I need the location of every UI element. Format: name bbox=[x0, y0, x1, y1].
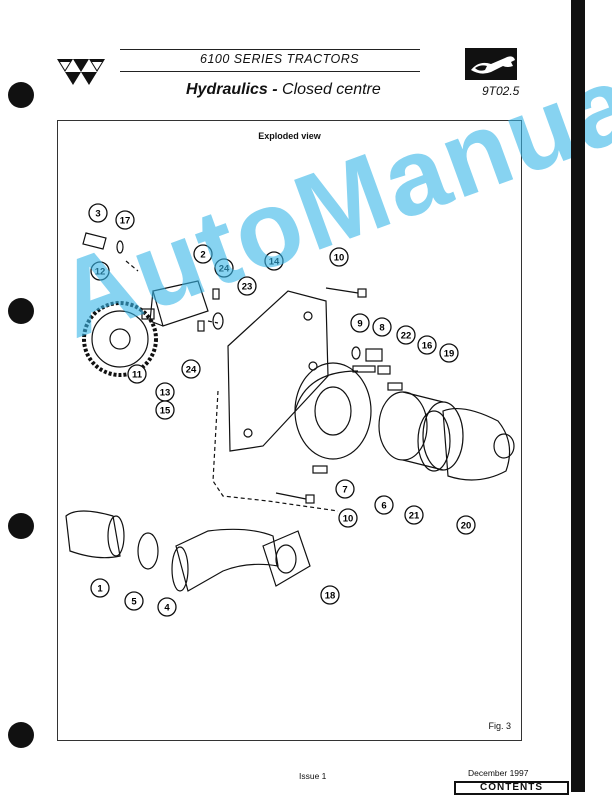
callout-circle bbox=[214, 258, 234, 278]
callout-number: 3 bbox=[95, 209, 100, 220]
callout-circle bbox=[237, 276, 257, 296]
binder-hole bbox=[8, 298, 34, 324]
callout-circle bbox=[115, 210, 135, 230]
callout-circle bbox=[417, 335, 437, 355]
callout-circle bbox=[374, 495, 394, 515]
header-rule-bottom bbox=[120, 71, 420, 72]
callout-circle bbox=[264, 251, 284, 271]
callout-number: 17 bbox=[120, 216, 131, 227]
callout-circle bbox=[157, 597, 177, 617]
callout-number: 23 bbox=[242, 282, 253, 293]
callout-12: 12 bbox=[90, 261, 110, 281]
callout-circle bbox=[90, 578, 110, 598]
callout-number: 5 bbox=[131, 597, 137, 608]
callout-number: 12 bbox=[95, 267, 106, 278]
callout-17: 17 bbox=[115, 210, 135, 230]
callout-22: 22 bbox=[396, 325, 416, 345]
callout-circle bbox=[320, 585, 340, 605]
callout-number: 15 bbox=[160, 406, 171, 417]
callout-circle bbox=[456, 515, 476, 535]
callout-16: 16 bbox=[417, 335, 437, 355]
callout-circle bbox=[193, 244, 213, 264]
binder-hole bbox=[8, 513, 34, 539]
callout-13: 13 bbox=[155, 382, 175, 402]
callout-21: 21 bbox=[404, 505, 424, 525]
callout-number: 8 bbox=[379, 323, 384, 334]
callout-4: 4 bbox=[157, 597, 177, 617]
callout-number: 20 bbox=[461, 521, 472, 532]
callout-19: 19 bbox=[439, 343, 459, 363]
callout-circle bbox=[350, 313, 370, 333]
series-title: 6100 SERIES TRACTORS bbox=[200, 52, 360, 66]
callout-15: 15 bbox=[155, 400, 175, 420]
callout-number: 22 bbox=[401, 331, 412, 342]
callout-circle bbox=[329, 247, 349, 267]
callout-number: 9 bbox=[357, 319, 362, 330]
callout-18: 18 bbox=[320, 585, 340, 605]
callout-number: 18 bbox=[325, 591, 336, 602]
callout-number: 24 bbox=[186, 365, 197, 376]
figure-label: Fig. 3 bbox=[488, 721, 511, 731]
callout-circle bbox=[439, 343, 459, 363]
contents-button[interactable]: CONTENTS bbox=[454, 781, 569, 795]
callout-23: 23 bbox=[237, 276, 257, 296]
issue-number: Issue 1 bbox=[299, 771, 327, 781]
header-rule-top bbox=[120, 49, 420, 50]
massey-ferguson-logo-icon bbox=[57, 59, 105, 85]
callout-11: 11 bbox=[127, 364, 147, 384]
callout-2: 2 bbox=[193, 244, 213, 264]
callout-circle bbox=[338, 508, 358, 528]
callout-1: 1 bbox=[90, 578, 110, 598]
issue-date: December 1997 bbox=[468, 768, 529, 778]
section-code: 9T02.5 bbox=[482, 84, 520, 98]
callout-circle bbox=[90, 261, 110, 281]
callout-number: 19 bbox=[444, 349, 455, 360]
callout-number: 7 bbox=[342, 485, 347, 496]
callout-9: 9 bbox=[350, 313, 370, 333]
callout-number: 10 bbox=[343, 514, 354, 525]
wrench-hand-icon bbox=[465, 48, 517, 80]
callout-number: 11 bbox=[132, 370, 143, 381]
exploded-view-diagram bbox=[65, 232, 515, 592]
callout-circle bbox=[335, 479, 355, 499]
callout-number: 6 bbox=[381, 501, 386, 512]
callout-7: 7 bbox=[335, 479, 355, 499]
binder-hole bbox=[8, 722, 34, 748]
figure-heading: Exploded view bbox=[258, 131, 321, 141]
callout-3: 3 bbox=[88, 203, 108, 223]
callout-number: 14 bbox=[269, 257, 280, 268]
page-edge-bar bbox=[571, 0, 585, 792]
callout-number: 13 bbox=[160, 388, 171, 399]
callout-circle bbox=[124, 591, 144, 611]
callout-number: 21 bbox=[409, 511, 420, 522]
callout-circle bbox=[404, 505, 424, 525]
callout-number: 4 bbox=[164, 603, 170, 614]
callout-circle bbox=[88, 203, 108, 223]
callout-24: 24 bbox=[181, 359, 201, 379]
callout-circle bbox=[372, 317, 392, 337]
binder-hole bbox=[8, 82, 34, 108]
callout-layer: 1234567891010111213141516171819202122232… bbox=[88, 203, 476, 617]
callout-number: 2 bbox=[200, 250, 205, 261]
figure-frame: Exploded view bbox=[57, 120, 522, 741]
callout-14: 14 bbox=[264, 251, 284, 271]
callout-5: 5 bbox=[124, 591, 144, 611]
callout-number: 1 bbox=[97, 584, 103, 595]
callout-10: 10 bbox=[329, 247, 349, 267]
callout-number: 16 bbox=[422, 341, 433, 352]
title-rest: Closed centre bbox=[277, 81, 381, 98]
callout-10: 10 bbox=[338, 508, 358, 528]
callout-circle bbox=[181, 359, 201, 379]
page-title: Hydraulics - Closed centre bbox=[186, 81, 381, 99]
callout-6: 6 bbox=[374, 495, 394, 515]
callout-number: 10 bbox=[334, 253, 345, 264]
callout-circle bbox=[155, 400, 175, 420]
callout-20: 20 bbox=[456, 515, 476, 535]
callout-8: 8 bbox=[372, 317, 392, 337]
callout-24: 24 bbox=[214, 258, 234, 278]
callout-circle bbox=[396, 325, 416, 345]
callout-circle bbox=[127, 364, 147, 384]
title-bold: Hydraulics - bbox=[186, 81, 278, 98]
callout-number: 24 bbox=[219, 264, 230, 275]
